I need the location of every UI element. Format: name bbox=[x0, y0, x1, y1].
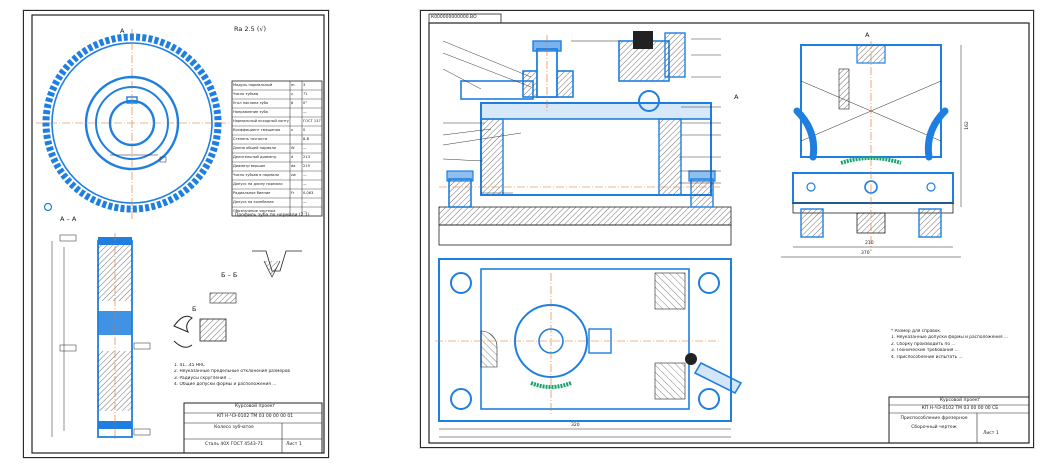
right-note-1: 1. Неуказанные допуски формы и расположе… bbox=[891, 335, 1009, 341]
dim-height-side: 162 bbox=[964, 121, 970, 130]
param-cell-7-1: W bbox=[291, 145, 295, 150]
param-cell-10-1: zw bbox=[291, 172, 296, 177]
title-left-material: Сталь 40Х ГОСТ 4543-71 bbox=[204, 442, 264, 447]
title-left-sheet: Лист 1 bbox=[286, 442, 302, 447]
title-left-code: КП Н-ЧЭ-0102 ТМ 03 00 00 00 01 bbox=[216, 414, 294, 419]
datum-box bbox=[159, 156, 167, 163]
title-right-name: Приспособление фрезерное bbox=[900, 416, 968, 421]
left-note-2: 3. Радиусы скругления ... bbox=[174, 375, 232, 381]
param-cell-13-0: Допуск на колебание bbox=[233, 199, 274, 204]
drawing-sheet-fixture: К000000000000.ВО А А 162 210 370 320 * Р… bbox=[420, 10, 1034, 448]
param-cell-13-2: — bbox=[303, 199, 307, 204]
param-cell-7-0: Длина общей нормали bbox=[233, 145, 276, 150]
param-cell-12-2: 0.063 bbox=[303, 190, 314, 195]
param-cell-5-2: 0 bbox=[303, 127, 306, 132]
param-cell-1-2: 71 bbox=[303, 91, 308, 96]
param-cell-10-0: Число зубьев в нормали bbox=[233, 172, 279, 177]
leader-lines-left bbox=[442, 38, 721, 194]
fixture-plan-view bbox=[435, 258, 743, 438]
profile-note: Профиль зуба по нормали (2:1) bbox=[235, 213, 310, 218]
fixture-end-view bbox=[781, 41, 962, 258]
param-cell-3-0: Направление зуба bbox=[233, 109, 268, 114]
inner-frame bbox=[31, 14, 325, 454]
param-cell-1-1: z bbox=[291, 91, 293, 96]
stamp-text: К000000000000.ВО bbox=[431, 15, 477, 20]
stamp-box bbox=[428, 13, 502, 24]
param-cell-10-2: — bbox=[303, 172, 307, 177]
title-right-doctype: Сборочный чертеж bbox=[911, 425, 957, 430]
param-cell-2-0: Угол наклона зуба bbox=[233, 100, 269, 105]
section-aa-label: А – А bbox=[60, 215, 77, 223]
dim-base-len: 320 bbox=[571, 423, 580, 428]
param-cell-0-2: 3 bbox=[303, 82, 306, 87]
section-aa-view bbox=[51, 233, 151, 441]
param-cell-12-0: Радиальное биение bbox=[233, 190, 271, 195]
fixture-drawing-svg bbox=[428, 13, 1030, 444]
title-block-left bbox=[183, 402, 323, 454]
gear-drawing-svg bbox=[31, 14, 325, 454]
left-note-1: 2. Неуказанные предельные отклонения раз… bbox=[174, 369, 290, 375]
param-cell-1-0: Число зубьев bbox=[233, 91, 259, 96]
inner-frame-right bbox=[428, 22, 1030, 444]
tooth-profile-detail bbox=[173, 292, 237, 348]
param-cell-11-0: Допуск на длину нормали bbox=[233, 181, 283, 186]
left-note-3: 4. Общие допуски формы и расположения ..… bbox=[174, 382, 277, 388]
profile-normal-detail bbox=[252, 250, 302, 278]
param-cell-9-1: da bbox=[291, 163, 296, 168]
title-left-header: Курсовой проект bbox=[234, 404, 276, 409]
param-cell-14-0: Обозначение чертежа bbox=[233, 208, 276, 213]
param-cell-5-1: x bbox=[291, 127, 294, 132]
view-b-label: Б bbox=[192, 305, 197, 313]
right-note-0: * Размер для справок. bbox=[891, 329, 942, 334]
fixture-side-view bbox=[438, 31, 732, 246]
param-cell-0-1: m bbox=[291, 82, 295, 87]
right-note-4: 4. Приспособление испытать ... bbox=[891, 354, 963, 360]
right-notes: * Размер для справок.1. Неуказанные допу… bbox=[891, 329, 1029, 361]
param-table-grid bbox=[231, 80, 323, 217]
param-cell-8-2: 213 bbox=[303, 154, 310, 159]
title-right-header: Курсовой проект bbox=[939, 398, 981, 403]
left-note-0: 1. 41...45 HRC bbox=[174, 363, 205, 368]
right-note-3: 3. Технические требования ... bbox=[891, 348, 959, 354]
title-left-name: Колесо зубчатое bbox=[214, 425, 254, 430]
param-cell-2-1: β bbox=[291, 100, 294, 105]
gear-front-view bbox=[36, 29, 230, 219]
drawing-sheet-gear: Ra 2.5 (√) А – А Б – Б Профиль зуба по н… bbox=[23, 10, 329, 458]
param-cell-12-1: Fr bbox=[291, 190, 295, 195]
title-right-sheet: Лист 1 bbox=[983, 431, 999, 436]
section-bb-label: Б – Б bbox=[221, 271, 238, 279]
param-cell-4-2: ГОСТ 13755 bbox=[303, 118, 321, 123]
param-cell-14-2: — bbox=[303, 208, 307, 213]
dim-width-view-a: 210 bbox=[865, 241, 874, 246]
param-cell-8-0: Делительный диаметр bbox=[233, 154, 277, 159]
param-cell-7-2: — bbox=[303, 145, 307, 150]
param-cell-0-0: Модуль нормальный bbox=[233, 82, 273, 87]
param-cell-9-0: Диаметр вершин bbox=[233, 163, 266, 168]
title-block-right bbox=[888, 396, 1030, 444]
title-right-code: КП Н-ЧЭ-0102 ТМ 03 00 00 00 СБ bbox=[921, 406, 999, 411]
param-cell-11-2: — bbox=[303, 181, 307, 186]
marker-circle bbox=[43, 202, 53, 212]
right-note-2: 2. Сборку производить по ... bbox=[891, 341, 956, 347]
param-cell-4-0: Нормальный исходный контур bbox=[233, 118, 289, 123]
view-a-marker: А bbox=[734, 93, 739, 101]
param-cell-2-2: 0° bbox=[303, 100, 308, 105]
dim-width-overall: 370 bbox=[861, 251, 870, 256]
param-cell-6-0: Степень точности bbox=[233, 136, 268, 141]
param-cell-8-1: d bbox=[291, 154, 294, 159]
param-cell-5-0: Коэффициент смещения bbox=[233, 127, 281, 132]
section-a-marker: А bbox=[120, 27, 125, 35]
param-cell-6-2: 8-В bbox=[303, 136, 310, 141]
view-a-title: А bbox=[865, 31, 870, 39]
roughness-mark: Ra 2.5 (√) bbox=[234, 25, 267, 33]
param-cell-3-2: — bbox=[303, 109, 307, 114]
param-cell-9-2: 219 bbox=[303, 163, 310, 168]
